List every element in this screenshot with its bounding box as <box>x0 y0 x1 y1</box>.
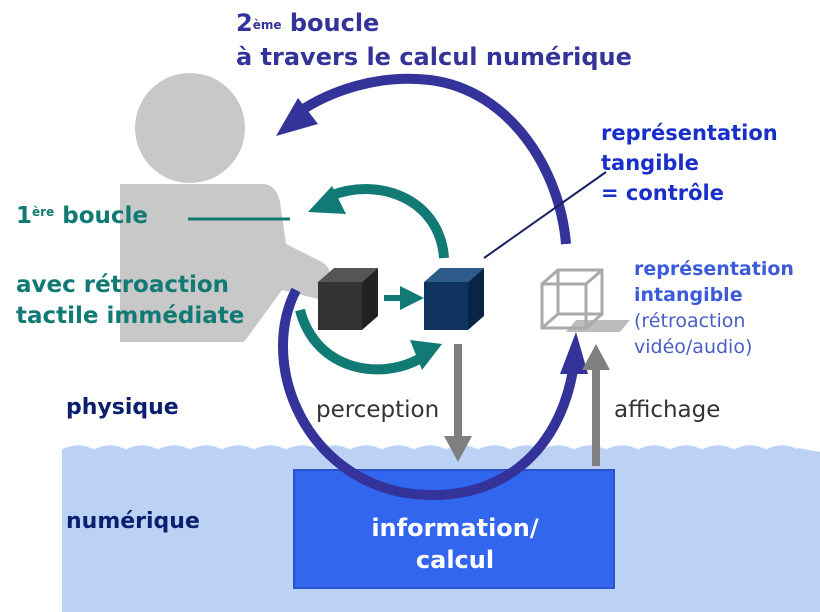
loop2-arrowhead-bottom-icon <box>560 332 588 374</box>
loop1-arrowhead-bottom-icon <box>410 340 442 370</box>
display-arrow-icon <box>582 344 610 466</box>
physical-cube-icon <box>318 268 378 330</box>
loop2-title-line1: 2ème boucle <box>236 9 380 37</box>
perception-arrow-icon <box>444 344 472 462</box>
person-silhouette <box>120 73 331 342</box>
intangible-cube-icon <box>540 268 630 332</box>
intangible-label: représentation intangible (rétroaction v… <box>634 258 794 358</box>
loop2-title-line2: à travers le calcul numérique <box>236 43 632 71</box>
loop2-arc <box>276 73 588 501</box>
display-label: affichage <box>614 397 721 423</box>
physical-layer-label: physique <box>66 395 179 420</box>
perception-label: perception <box>316 397 440 423</box>
loop1-title: 1ère boucle <box>16 203 148 229</box>
loop2-title: 2ème boucle à travers le calcul numériqu… <box>236 6 632 74</box>
tangible-cube-icon <box>424 268 484 330</box>
loop2-arrowhead-top-icon <box>276 98 318 136</box>
computation-label: information/ calcul <box>371 514 539 574</box>
loop1-description: avec rétroaction tactile immédiate <box>16 272 245 329</box>
loop1-arc <box>295 184 449 375</box>
tangible-leader-line <box>483 171 607 259</box>
tangible-label: représentation tangible = contrôle <box>601 121 778 205</box>
loop1-arrowhead-top-icon <box>308 186 346 214</box>
digital-layer-label: numérique <box>66 509 200 534</box>
